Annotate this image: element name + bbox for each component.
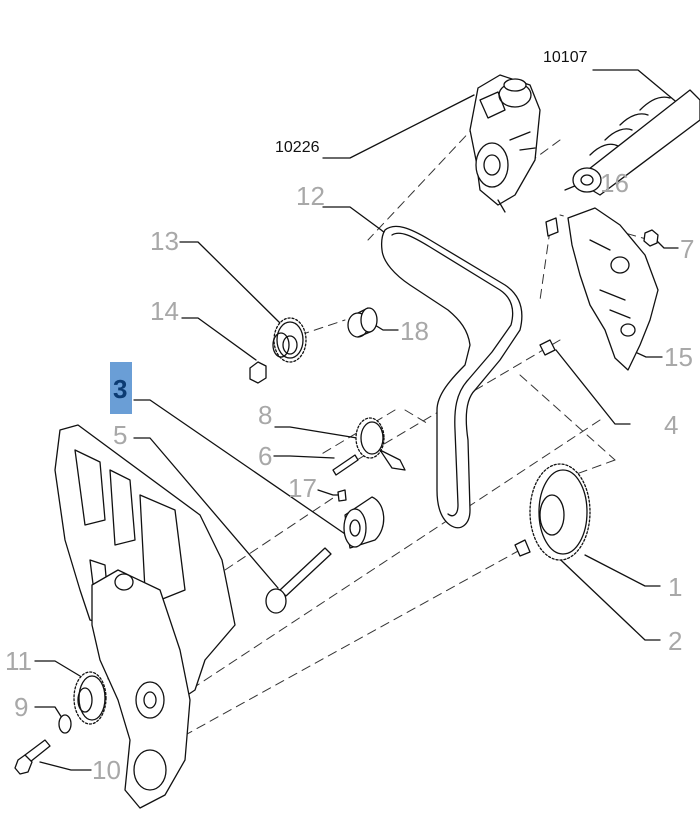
callout-2[interactable]: 2 — [668, 626, 683, 656]
timing-belt[interactable] — [380, 225, 523, 529]
bolt-4[interactable] — [539, 339, 556, 356]
callout-6[interactable]: 6 — [258, 441, 273, 471]
callout-5[interactable]: 5 — [113, 420, 128, 450]
callout-10[interactable]: 10 — [92, 755, 121, 785]
washer[interactable] — [58, 714, 72, 734]
stud-17[interactable] — [337, 489, 347, 502]
idler-pulley[interactable] — [343, 496, 385, 549]
callout-3[interactable]: 3 — [113, 374, 128, 404]
high-pressure-pump[interactable] — [469, 74, 541, 213]
sprocket-nut[interactable] — [249, 361, 267, 384]
callout-11[interactable]: 11 — [5, 646, 32, 676]
callout-7[interactable]: 7 — [680, 234, 695, 264]
callout-8[interactable]: 8 — [258, 400, 273, 430]
bolt-10[interactable] — [14, 739, 51, 775]
tensioner-pulley[interactable] — [355, 417, 406, 471]
leader-lines — [34, 69, 681, 771]
small-sprocket[interactable] — [272, 317, 307, 363]
callout-17[interactable]: 17 — [288, 473, 317, 503]
crankshaft-sprocket[interactable] — [529, 463, 591, 561]
callout-10226[interactable]: 10226 — [275, 139, 320, 156]
bolt-6[interactable] — [332, 454, 359, 476]
stud[interactable] — [545, 217, 559, 237]
sprocket-bolt[interactable] — [514, 539, 531, 557]
callout-14[interactable]: 14 — [150, 296, 179, 326]
long-bolt[interactable] — [265, 547, 332, 614]
callout-18[interactable]: 18 — [400, 316, 429, 346]
callout-15[interactable]: 15 — [664, 342, 693, 372]
bracket[interactable] — [567, 207, 659, 371]
callout-1[interactable]: 1 — [668, 572, 683, 602]
front-housing[interactable] — [91, 569, 191, 809]
pump-sprocket[interactable] — [73, 671, 107, 725]
callout-10107[interactable]: 10107 — [543, 49, 588, 66]
callout-12[interactable]: 12 — [296, 181, 325, 211]
callout-9[interactable]: 9 — [14, 692, 29, 722]
selected-part-highlight[interactable] — [110, 362, 132, 414]
camshaft[interactable] — [572, 89, 700, 196]
callout-13[interactable]: 13 — [150, 226, 179, 256]
nut[interactable] — [643, 229, 659, 247]
spacer-sleeve[interactable] — [347, 307, 378, 338]
callout-16[interactable]: 16 — [600, 168, 629, 198]
callout-4[interactable]: 4 — [664, 410, 679, 440]
